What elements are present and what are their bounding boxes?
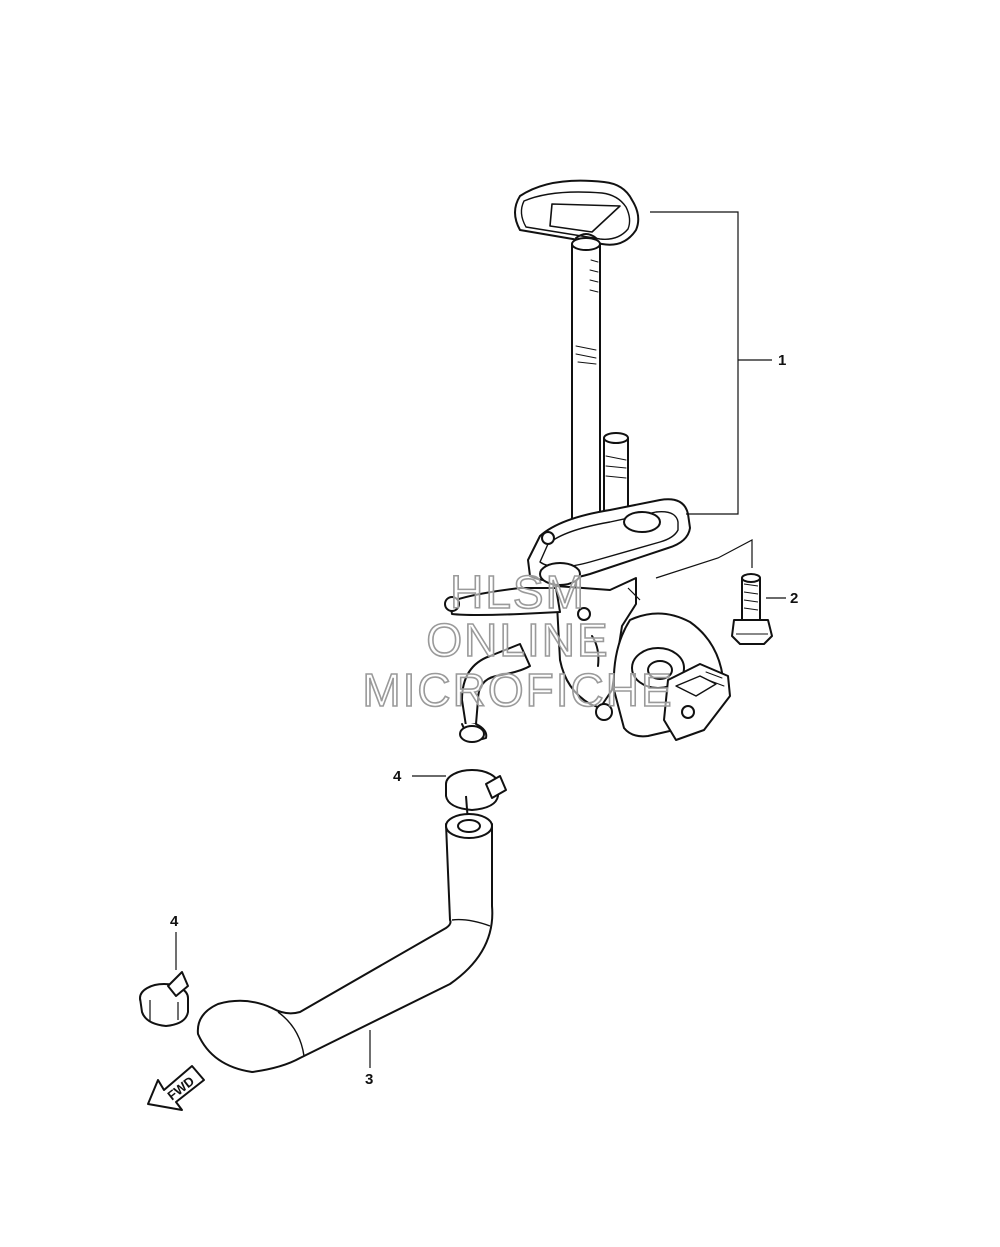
- mounting-flange: [527, 498, 691, 586]
- leader-lines: [175, 211, 786, 1068]
- hose-clamp-lower: [139, 971, 189, 1027]
- fuel-cock-assembly: [444, 179, 731, 743]
- strainer-tube-long: [571, 233, 601, 565]
- valve-lever: [663, 663, 731, 741]
- valve-body: [444, 577, 637, 709]
- callout-2: 2: [790, 590, 798, 607]
- tank-gasket: [514, 179, 640, 246]
- arrow-icon: [147, 1065, 205, 1111]
- fuel-hose: [196, 813, 494, 1073]
- watermark-line-1: HLSM: [450, 566, 586, 618]
- leader-bracket-1: [650, 211, 739, 515]
- watermark-line-3: MICROFICHE: [362, 664, 673, 716]
- callout-4-lower: 4: [170, 913, 179, 930]
- outlet-pipe: [459, 643, 531, 743]
- mounting-bolt: [731, 573, 773, 645]
- callout-3: 3: [365, 1071, 373, 1088]
- callout-4-upper: 4: [393, 768, 402, 785]
- hose-clamp-upper: [445, 769, 507, 823]
- watermark: HLSM ONLINE MICROFICHE: [362, 565, 673, 717]
- fwd-direction-arrow: FWD: [147, 1065, 205, 1111]
- callout-1: 1: [778, 352, 786, 369]
- watermark-line-2: ONLINE: [426, 614, 609, 666]
- leader-bracket-2: [627, 539, 753, 601]
